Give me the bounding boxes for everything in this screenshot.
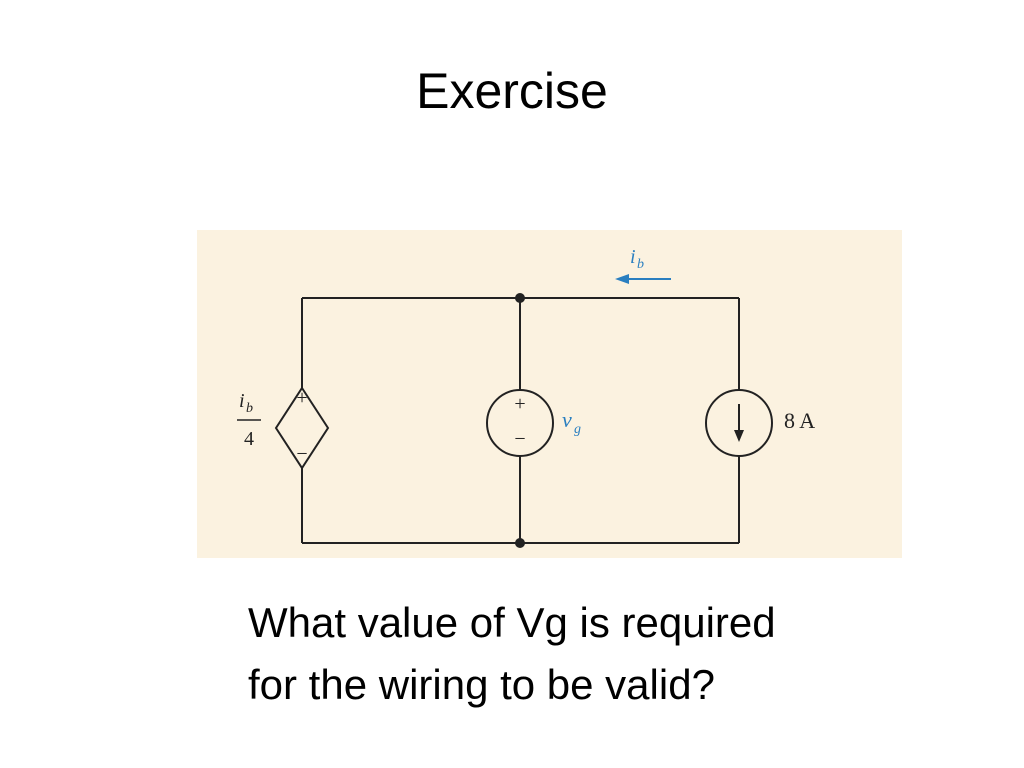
dependent-source-minus: − <box>296 443 307 465</box>
dependent-source-numerator: i <box>239 390 245 412</box>
branch-current-label: i <box>630 246 636 268</box>
voltage-source-minus: − <box>514 428 525 450</box>
current-source-label: 8 A <box>784 408 815 433</box>
dependent-source-plus: + <box>296 387 307 409</box>
circuit-diagram: + − i b 4 + − v g 8 A i b <box>197 230 902 558</box>
voltage-source-circle <box>486 389 554 457</box>
dependent-voltage-source: + − <box>274 386 330 470</box>
diamond-symbol <box>274 386 330 470</box>
current-arrow-down-icon <box>734 430 744 442</box>
voltage-source-plus: + <box>514 393 525 415</box>
dependent-source-numerator-sub: b <box>246 401 253 416</box>
voltage-source: + − v g <box>486 389 581 457</box>
voltage-source-label-sub: g <box>574 422 581 437</box>
voltage-source-label: v <box>562 407 572 432</box>
branch-current: i b <box>615 246 671 284</box>
branch-current-label-sub: b <box>637 257 644 272</box>
slide-title: Exercise <box>416 63 608 119</box>
dependent-source-denominator: 4 <box>244 428 254 450</box>
question-line-1: What value of Vg is required <box>248 599 776 646</box>
circuit-svg: + − i b 4 + − v g 8 A i b <box>237 246 815 548</box>
dependent-source-label: i b 4 <box>237 390 261 450</box>
current-source: 8 A <box>705 389 815 457</box>
question-line-2: for the wiring to be valid? <box>248 661 715 708</box>
question-text: What value of Vg is required for the wir… <box>248 592 888 716</box>
junction-top <box>515 293 525 303</box>
left-arrow-icon <box>615 274 629 284</box>
junction-bottom <box>515 538 525 548</box>
